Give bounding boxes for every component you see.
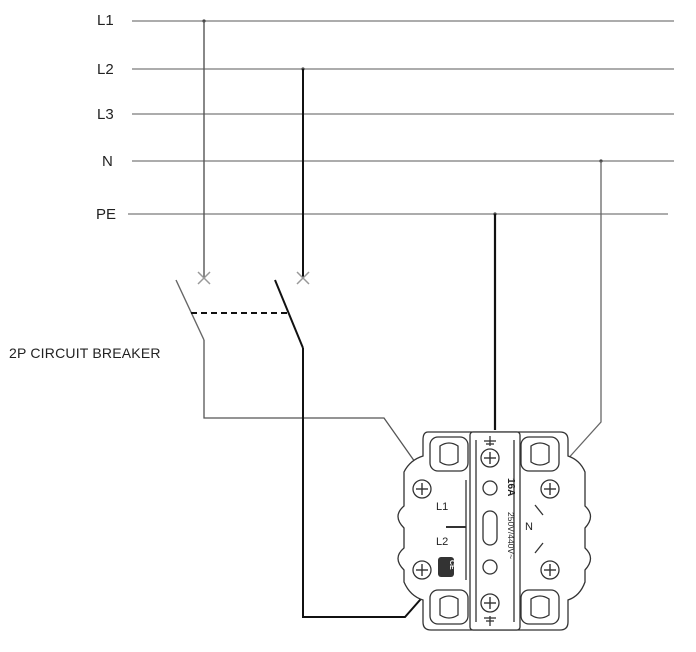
breaker-blade-1 [175,279,205,341]
breaker-switch [175,279,304,349]
center-hole-top [482,480,498,496]
ce-badge-text: CE [448,560,455,570]
screw-crosses [416,452,556,609]
wire-l2-to-socket [302,348,428,618]
wire-l1-to-socket [203,340,416,463]
wire-n-to-socket [564,161,602,463]
junction-dots [202,19,603,216]
socket-current-rating: 16A [505,478,516,496]
breaker-contact-marks [197,271,310,285]
bus-label-n: N [102,153,113,170]
bus-lines [128,20,674,215]
bus-label-l3: L3 [97,106,114,123]
bus-label-pe: PE [96,206,116,223]
socket-terminal-l2: L2 [436,536,448,548]
socket-terminal-n: N [525,521,533,533]
socket-terminal-l1: L1 [436,501,448,513]
earth-symbol-icon [484,436,496,626]
bus-label-l1: L1 [97,12,114,29]
center-hole-bottom [482,559,498,575]
bus-label-l2: L2 [97,61,114,78]
ce-badge: CE [438,557,455,577]
center-slot [482,510,498,546]
socket-device [397,431,592,631]
breaker-label: 2P CIRCUIT BREAKER [9,345,161,361]
socket-voltage-rating: 250V/440V~ [506,512,516,559]
breaker-blade-2 [274,279,304,349]
